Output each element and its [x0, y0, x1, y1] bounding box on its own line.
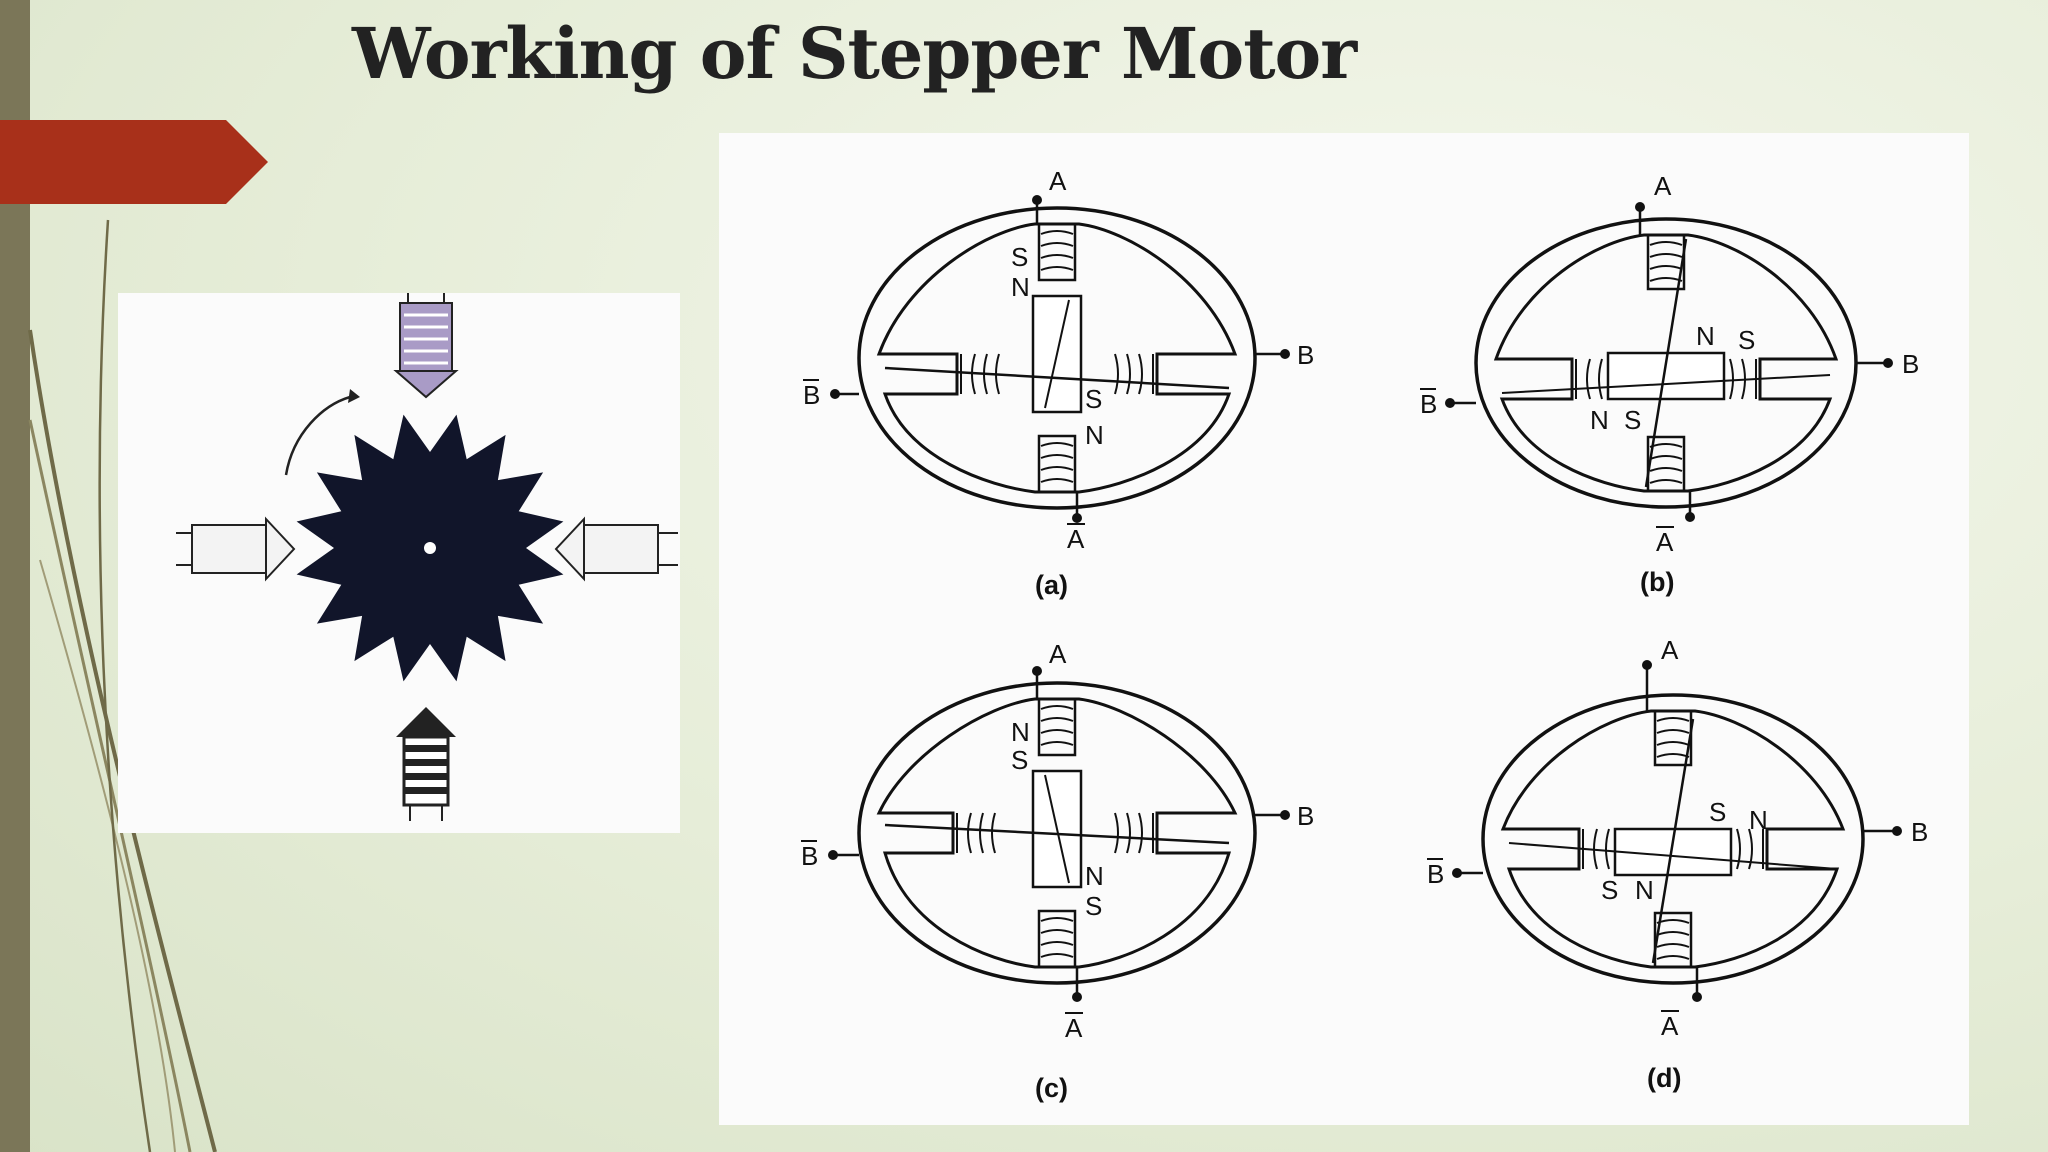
terminal-left-label: B: [1420, 389, 1437, 419]
pole-rotor-left: N: [1635, 875, 1654, 905]
pole-bottom-coil: N: [1085, 420, 1104, 450]
stepper-diagrams: A B B A S N S N (a): [719, 133, 1969, 1125]
stator-magnet-top-icon: [393, 293, 459, 399]
diagram-c: A B B A N S N S (c): [801, 639, 1314, 1103]
pole-right-coil: N: [1749, 805, 1768, 835]
stator-magnet-bottom-icon: [396, 707, 456, 821]
terminal-bottom-label: A: [1065, 1013, 1083, 1043]
rotation-arrow-icon: [284, 389, 360, 476]
terminal-bottom-label: A: [1661, 1011, 1679, 1041]
rotor-gear-icon: [296, 414, 564, 682]
pole-left-coil: N: [1590, 405, 1609, 435]
diagram-b: A B B A N S N S (b): [1420, 171, 1919, 597]
pole-rotor-top: S: [1011, 745, 1028, 775]
terminal-bottom-label: A: [1656, 527, 1674, 557]
terminal-top-label: A: [1049, 639, 1067, 669]
terminal-right-label: B: [1911, 817, 1928, 847]
pole-top-coil: S: [1011, 242, 1028, 272]
stator-magnet-left-icon: [176, 516, 296, 582]
diagram-caption: (c): [1035, 1073, 1068, 1103]
terminal-right-label: B: [1297, 801, 1314, 831]
terminal-top-label: A: [1654, 171, 1672, 201]
diagram-caption: (b): [1640, 567, 1674, 597]
diagram-caption: (d): [1647, 1063, 1681, 1093]
section-marker-arrow: [0, 120, 268, 204]
pole-rotor-left: S: [1624, 405, 1641, 435]
pole-rotor-right: N: [1696, 321, 1715, 351]
diagram-caption: (a): [1035, 570, 1068, 600]
diagram-a: A B B A S N S N (a): [803, 166, 1314, 600]
pole-rotor-top: N: [1011, 272, 1030, 302]
terminal-left-label: B: [801, 841, 818, 871]
terminal-left-label: B: [1427, 859, 1444, 889]
terminal-left-label: B: [803, 380, 820, 410]
terminal-right-label: B: [1297, 340, 1314, 370]
rotor-figure: [118, 293, 680, 833]
pole-right-coil: S: [1738, 325, 1755, 355]
slide-title: Working of Stepper Motor: [352, 12, 1357, 95]
terminal-top-label: A: [1661, 635, 1679, 665]
stator-magnet-right-icon: [554, 516, 678, 582]
diagram-d: A B B A S N S N (d): [1427, 635, 1928, 1093]
pole-top-coil: N: [1011, 717, 1030, 747]
pole-bottom-coil: S: [1085, 891, 1102, 921]
terminal-top-label: A: [1049, 166, 1067, 196]
terminal-right-label: B: [1902, 349, 1919, 379]
terminal-bottom-label: A: [1067, 524, 1085, 554]
decorative-swoosh: [28, 219, 217, 1152]
pole-left-coil: S: [1601, 875, 1618, 905]
pole-rotor-bottom: S: [1085, 384, 1102, 414]
pole-rotor-bottom: N: [1085, 861, 1104, 891]
pole-rotor-right: S: [1709, 797, 1726, 827]
